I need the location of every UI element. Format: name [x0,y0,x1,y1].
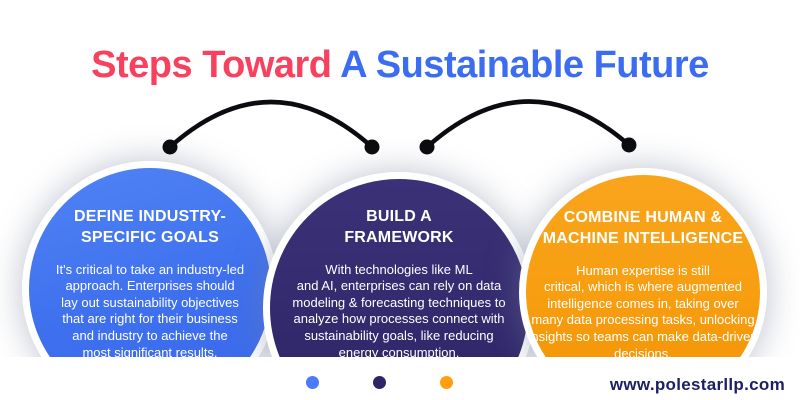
title-blue-segment: A Sustainable Future [340,44,709,87]
step-circle-build-framework: BUILD A FRAMEWORK With technologies like… [263,172,535,357]
step-body: With technologies like ML and AI, enterp… [292,261,506,357]
step-content: DEFINE INDUSTRY- SPECIFIC GOALS It's cri… [56,168,244,357]
step-heading: COMBINE HUMAN & MACHINE INTELLIGENCE [542,209,744,247]
step-circle-define-goals: DEFINE INDUSTRY- SPECIFIC GOALS It's cri… [22,161,278,357]
steps-row: DEFINE INDUSTRY- SPECIFIC GOALS It's cri… [22,161,767,357]
page-title: Steps Toward A Sustainable Future [0,44,800,87]
step-heading: DEFINE INDUSTRY- SPECIFIC GOALS [74,208,226,246]
legend-dot-blue [306,376,319,389]
legend-dot-purple [373,376,386,389]
step-body: Human expertise is still critical, which… [528,262,758,357]
step-content: COMBINE HUMAN & MACHINE INTELLIGENCE Hum… [528,175,757,357]
website-link[interactable]: www.polestarllp.com [609,375,785,394]
step-body: It's critical to take an industry-led ap… [55,261,245,357]
step-content: BUILD A FRAMEWORK With technologies like… [292,179,505,357]
step-heading: BUILD A FRAMEWORK [344,208,454,246]
step-circle-combine-intelligence: COMBINE HUMAN & MACHINE INTELLIGENCE Hum… [519,168,767,357]
title-red-segment: Steps Toward [91,44,341,87]
legend-dot-orange [440,376,453,389]
